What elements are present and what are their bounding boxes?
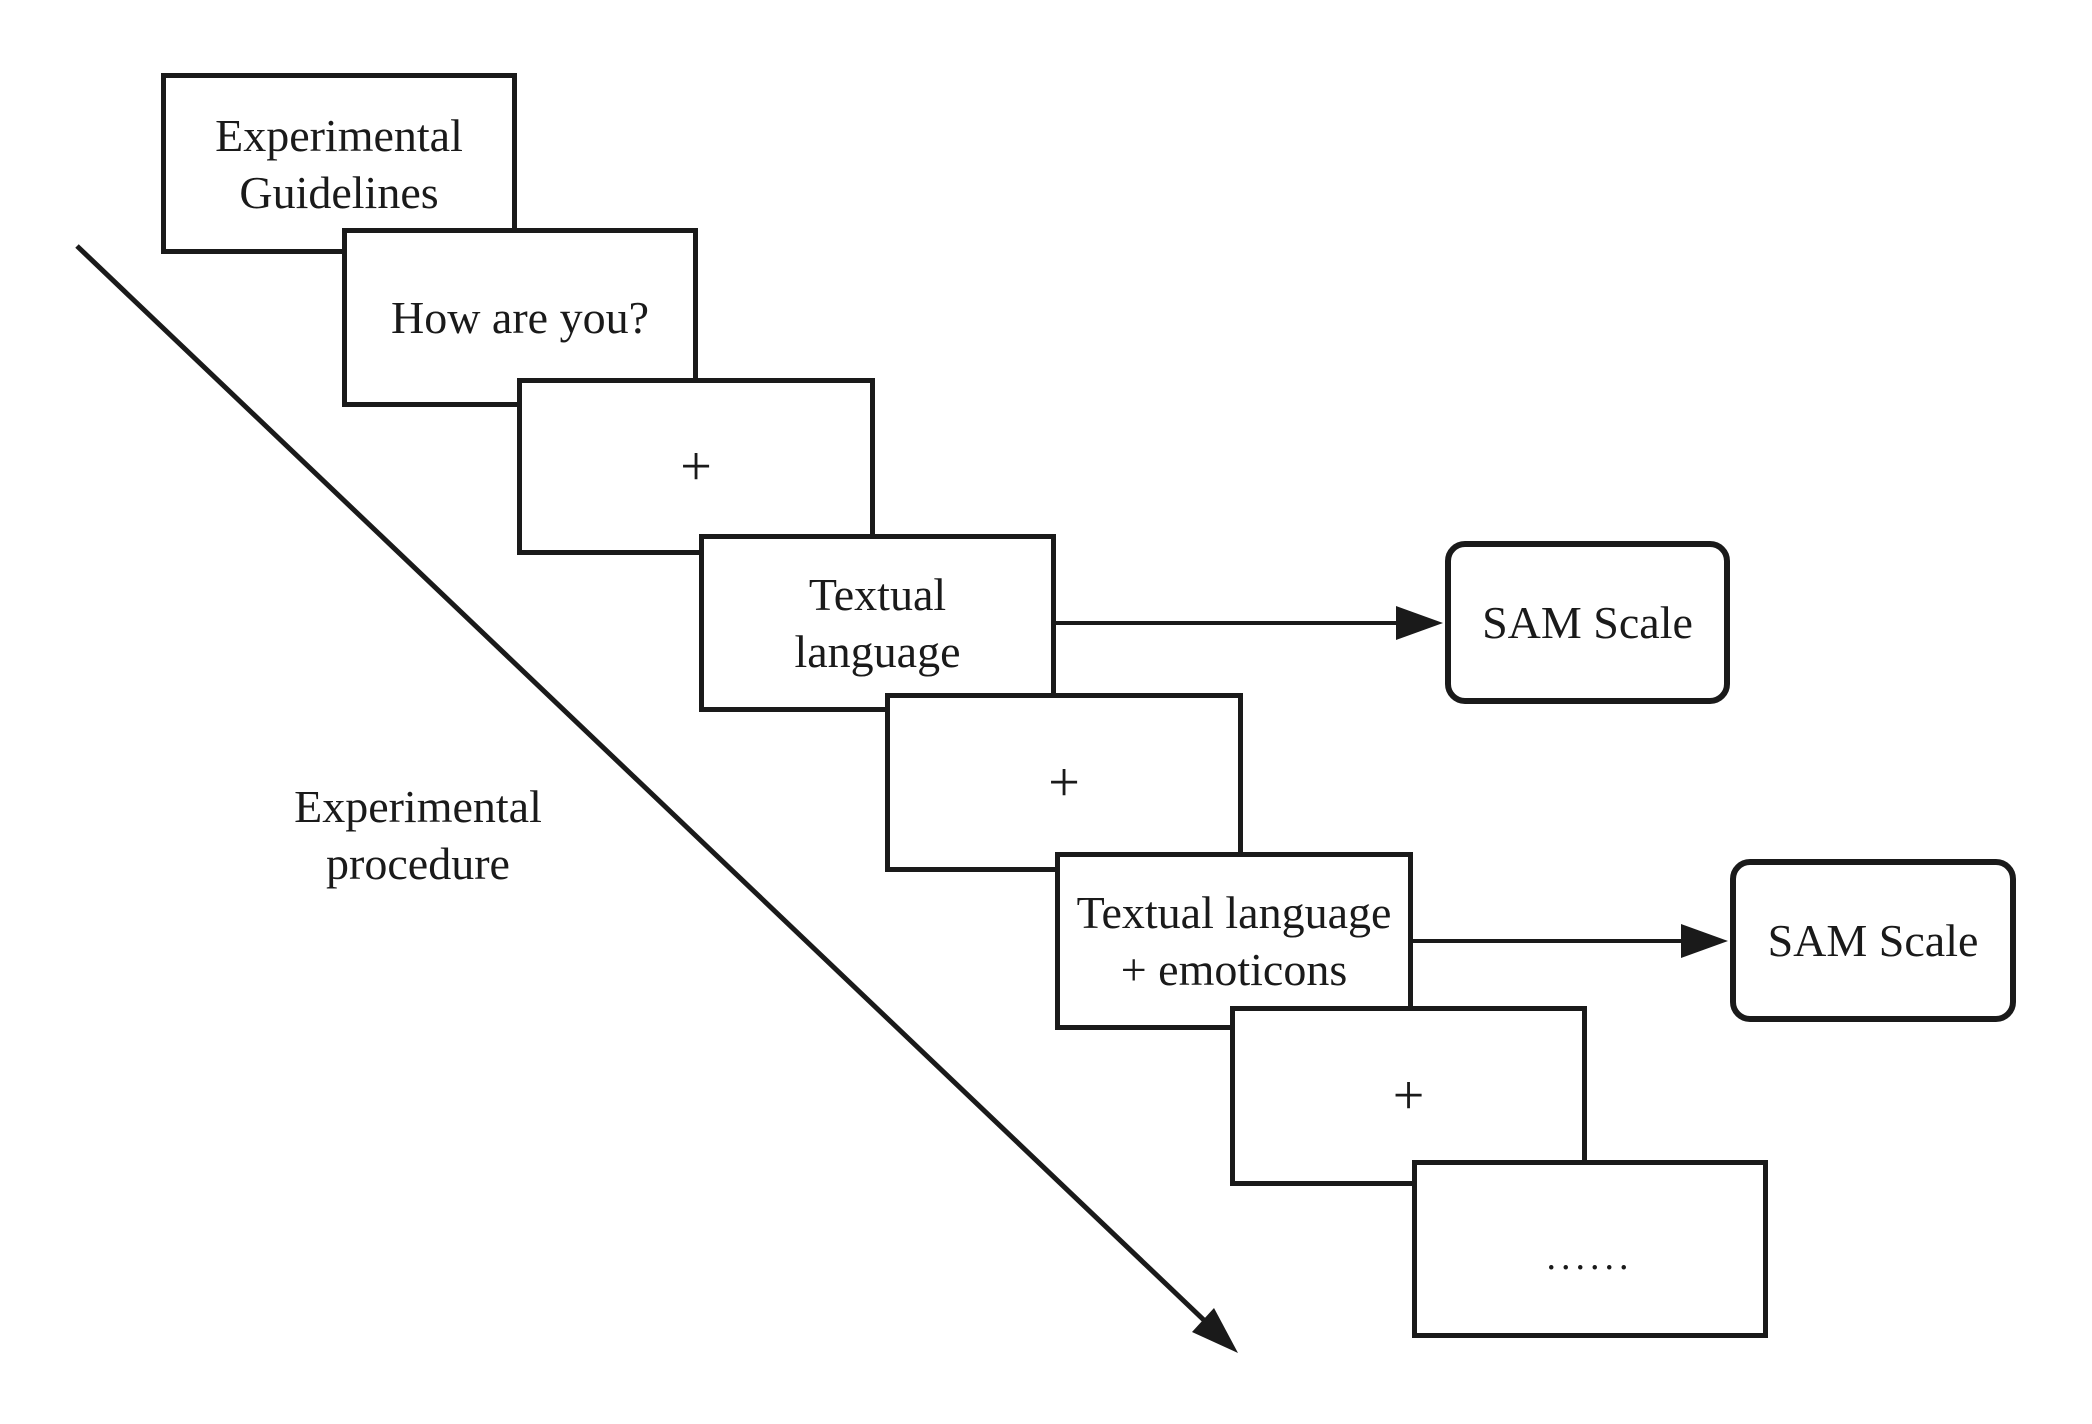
screen-text-line: Textual xyxy=(808,569,947,620)
screen-box-textual-language-emoticons: Textual language + emoticons xyxy=(1055,852,1413,1030)
fixation-cross-box-2: + xyxy=(885,693,1243,872)
screen-text-line: + emoticons xyxy=(1120,944,1348,995)
screen-text-line: How are you? xyxy=(390,292,649,343)
sam-scale-label: SAM Scale xyxy=(1767,915,1979,966)
procedure-timeline-arrowhead-icon xyxy=(1192,1308,1238,1353)
screen-box-textual-language: Textual language xyxy=(699,534,1056,712)
screen-box-ellipsis: ...... xyxy=(1412,1160,1768,1338)
sam-arrow-1-head-icon xyxy=(1396,606,1443,640)
fixation-cross-box-1: + xyxy=(517,378,875,555)
procedure-timeline-arrow-shaft xyxy=(75,244,1210,1326)
screen-box-experimental-guidelines: Experimental Guidelines xyxy=(161,73,517,254)
fixation-cross-icon: + xyxy=(1392,1065,1425,1127)
procedure-label-line: procedure xyxy=(326,838,510,889)
procedure-label: Experimental procedure xyxy=(218,778,618,892)
screen-text-line: Textual language xyxy=(1076,887,1392,938)
fixation-cross-icon: + xyxy=(680,435,712,498)
screen-text-line: Guidelines xyxy=(239,166,439,218)
screen-text-line: language xyxy=(794,626,961,677)
screen-text-line: Experimental xyxy=(215,109,463,161)
procedure-label-line: Experimental xyxy=(294,781,542,832)
sam-scale-label: SAM Scale xyxy=(1482,597,1693,648)
fixation-cross-icon: + xyxy=(1048,751,1080,814)
sam-scale-box-2: SAM Scale xyxy=(1730,859,2016,1022)
sam-arrow-2-head-icon xyxy=(1681,924,1728,958)
sam-scale-box-1: SAM Scale xyxy=(1445,541,1730,704)
screen-box-how-are-you: How are you? xyxy=(342,228,698,407)
fixation-cross-box-3: + xyxy=(1230,1006,1587,1186)
ellipsis-text: ...... xyxy=(1546,1236,1634,1278)
